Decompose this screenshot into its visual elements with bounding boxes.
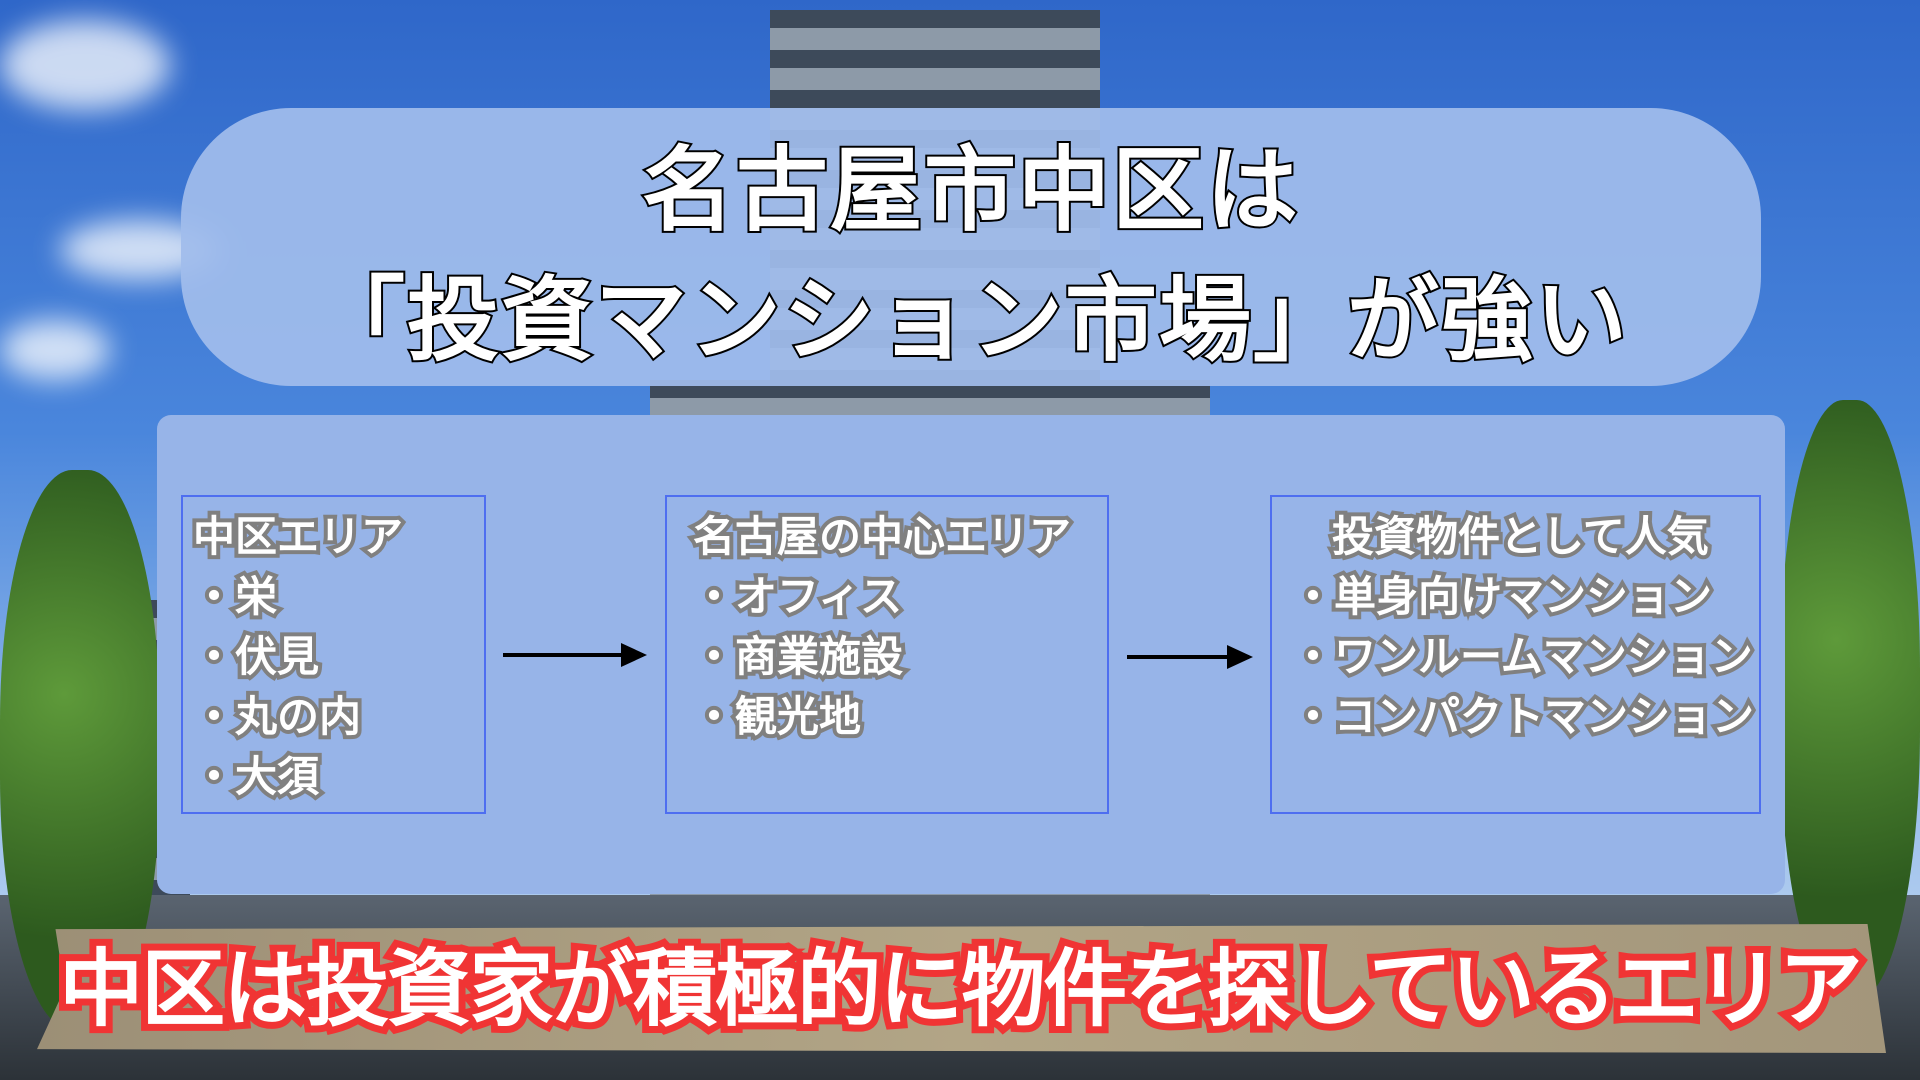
title-line-2: 「投資マンション市場」が強い	[311, 265, 1629, 376]
list-item: 伏見	[193, 627, 474, 687]
title-line-1: 名古屋市中区は	[640, 135, 1300, 246]
arrow-right-icon	[1127, 645, 1253, 669]
list-item: 単身向けマンション	[1292, 567, 1749, 627]
title-panel: 名古屋市中区は 「投資マンション市場」が強い	[181, 108, 1761, 386]
tree	[1780, 400, 1920, 1000]
box-investment: 投資物件として人気 単身向けマンション ワンルームマンション コンパクトマンショ…	[1270, 495, 1761, 814]
list-item: 栄	[193, 567, 474, 627]
box-heading: 中区エリア	[189, 508, 407, 565]
box-naka-area: 中区エリア 栄 伏見 丸の内 大須	[181, 495, 486, 814]
banner-background	[37, 924, 1886, 1053]
banner-text: 中区は投資家が積極的に物件を探しているエリア	[52, 933, 1869, 1045]
arrow-right-icon	[503, 643, 647, 667]
box-heading: 名古屋の中心エリア	[689, 508, 1075, 565]
cloud	[0, 320, 110, 380]
list-item: 丸の内	[193, 687, 474, 747]
list-item: 大須	[193, 747, 474, 807]
box-heading: 投資物件として人気	[1328, 508, 1713, 565]
box-center-area: 名古屋の中心エリア オフィス 商業施設 観光地	[665, 495, 1109, 814]
list-item: ワンルームマンション	[1292, 627, 1757, 687]
flow-panel: 中区エリア 栄 伏見 丸の内 大須 名古屋の中心エリア オフィス 商業施設 観光…	[157, 415, 1785, 894]
list-item: 観光地	[693, 687, 1097, 747]
list-item: オフィス	[693, 567, 1097, 627]
cloud	[0, 20, 170, 110]
list-item: コンパクトマンション	[1292, 687, 1758, 747]
list-item: 商業施設	[693, 627, 1097, 687]
